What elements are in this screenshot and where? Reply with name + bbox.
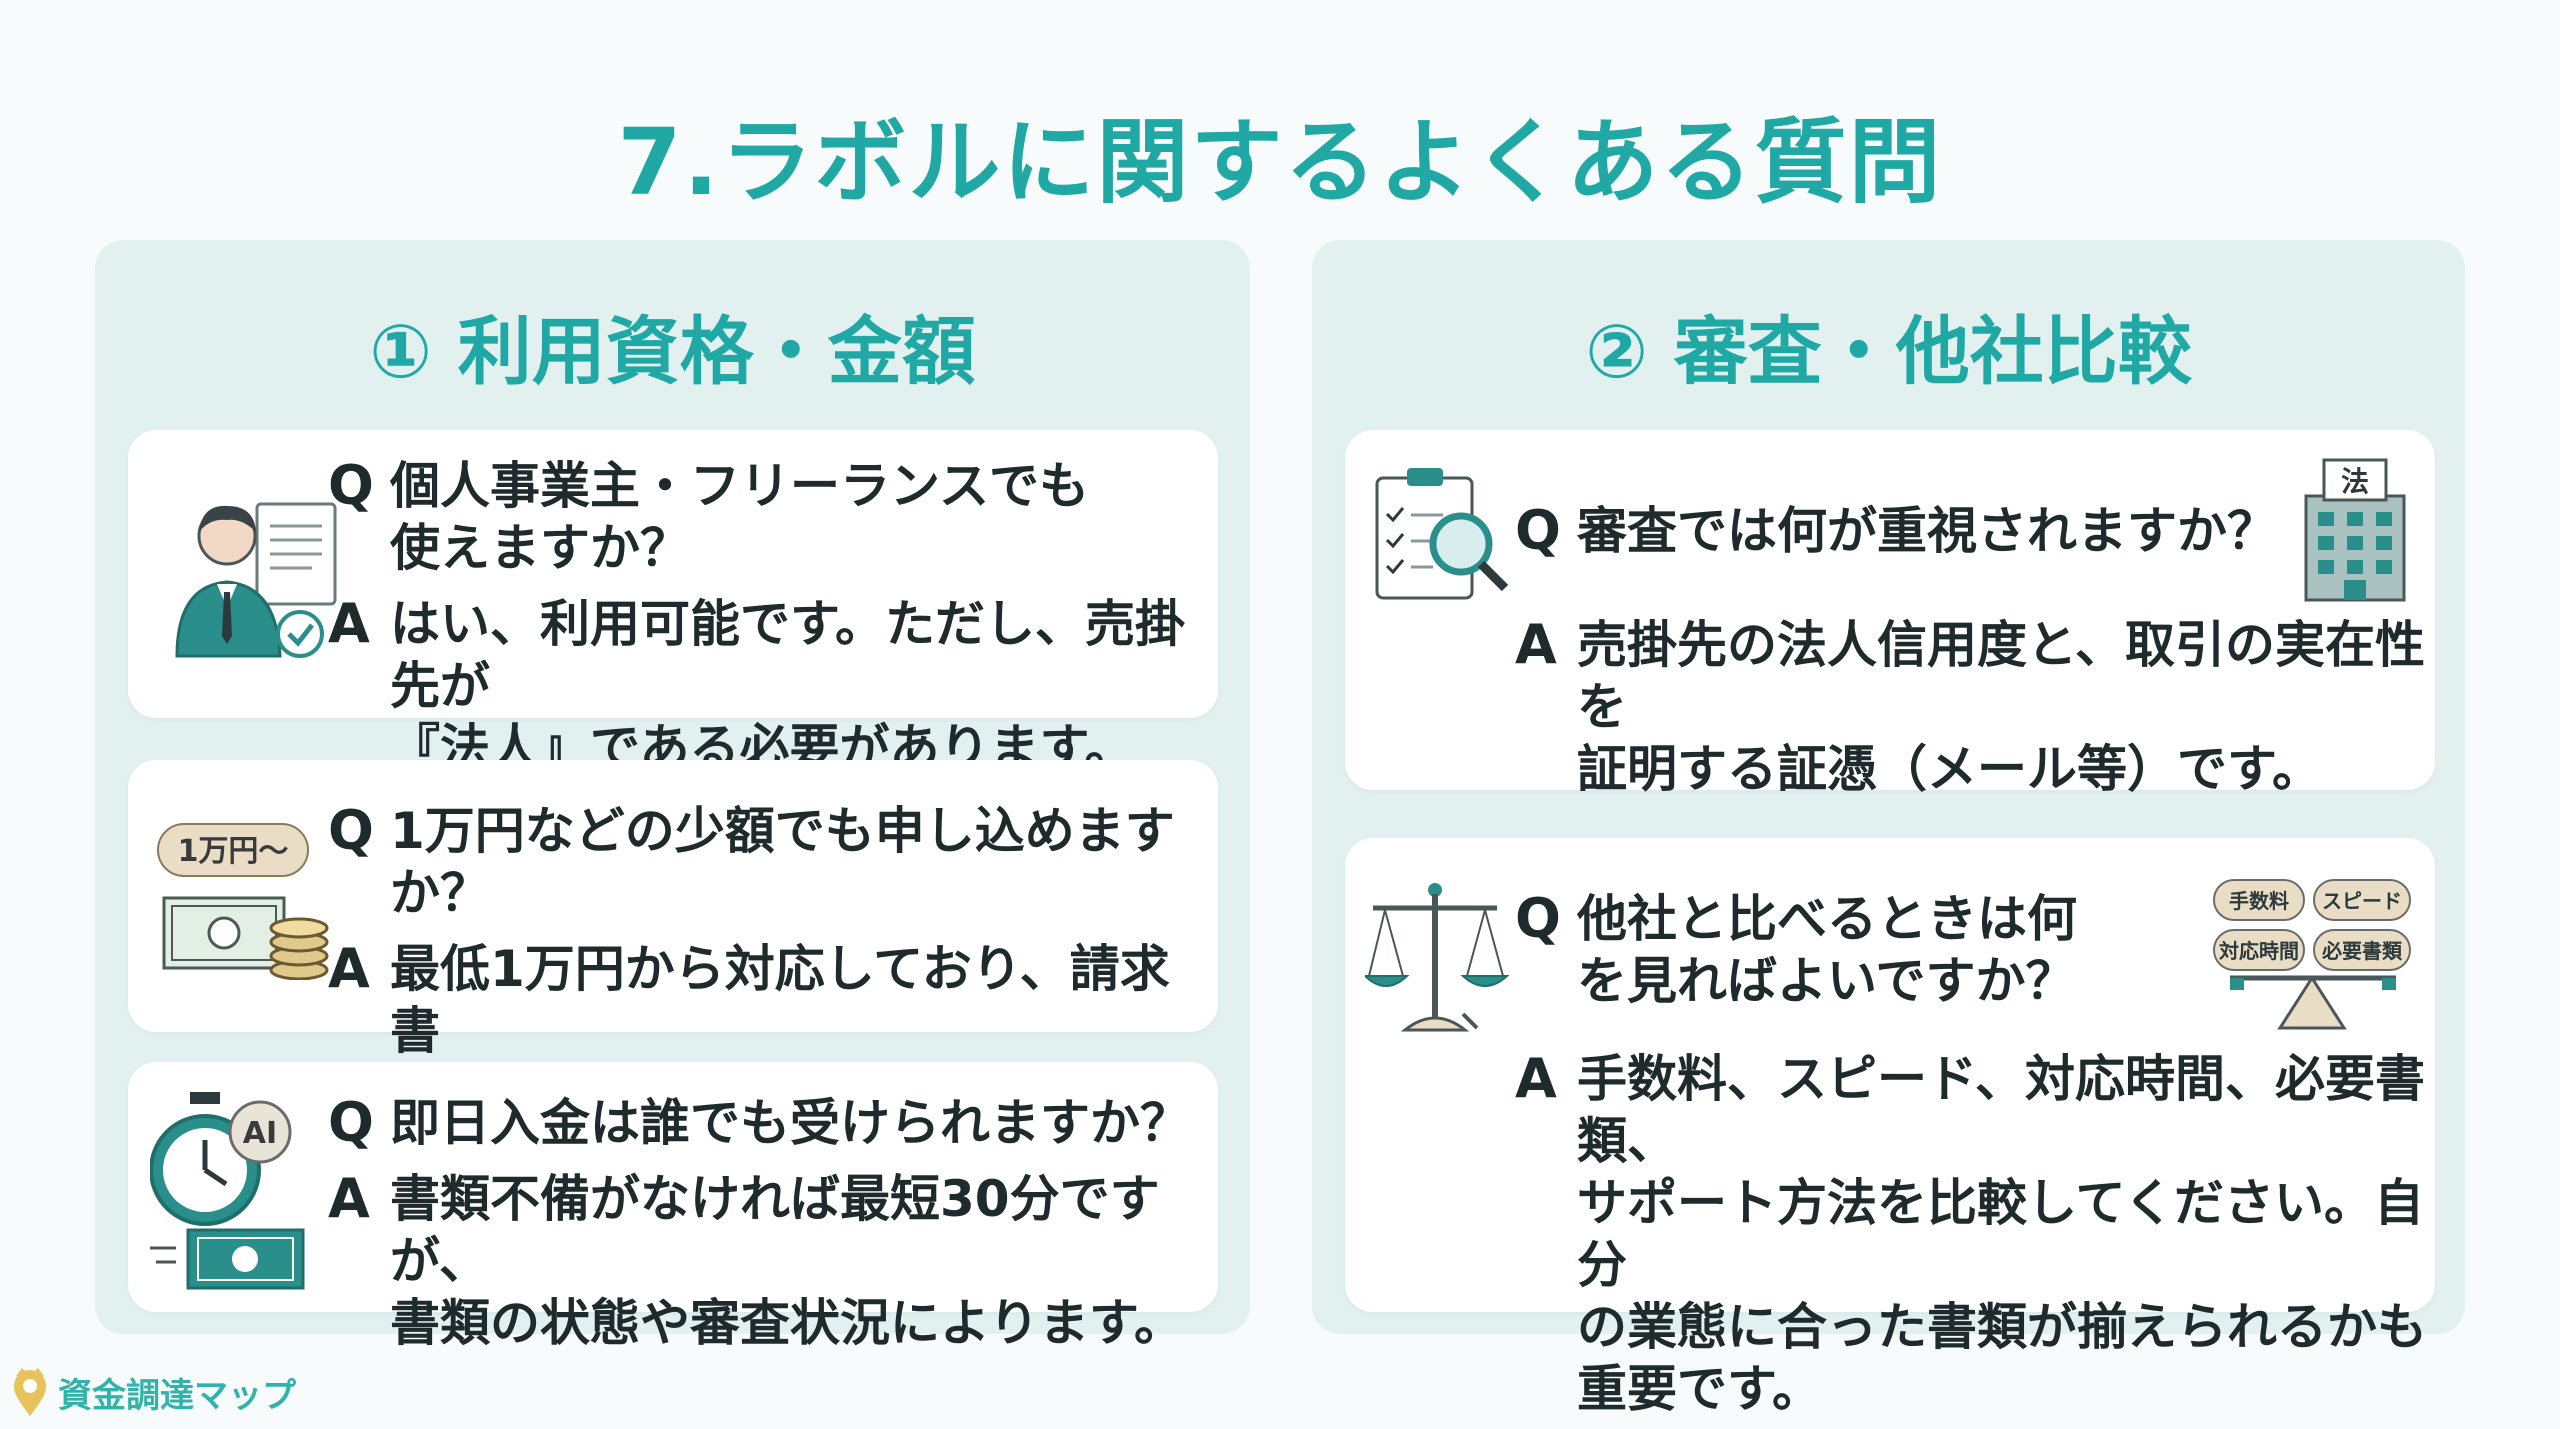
section-heading: ① 利用資格・金額 xyxy=(369,309,976,395)
logo-text: 資金調達マップ xyxy=(58,1375,296,1416)
a-mark: A xyxy=(328,1167,370,1230)
faq-card-small-amount: 1万円〜 Q 1万円などの少額でも申し込めますか？ A 最低1万円から対応してお… xyxy=(128,760,1218,1122)
person-document-icon xyxy=(172,496,347,670)
faq-card-same-day: AI Q 即日入金は誰でも受けられますか？ A 書類不備がなければ最短30分です… xyxy=(128,1062,1218,1352)
amount-tag-label: 1万円〜 xyxy=(178,834,289,869)
faq-card-review-criteria: 法 Q 審査では何が重視されますか？ A 売掛先の法人信用度と、取 xyxy=(1345,430,2435,798)
answer-text: はい、利用可能です。ただし、売掛先が 『法人』である必要があります。 xyxy=(390,595,1185,777)
building-label: 法 xyxy=(2341,465,2369,498)
a-mark: A xyxy=(1515,613,1557,676)
section-eligibility-amount: ① 利用資格・金額 Q 個人事業主・フリーランスでも 使えますか？ xyxy=(95,240,1250,1352)
question-text: 個人事業主・フリーランスでも 使えますか？ xyxy=(390,457,1089,577)
tag-fee: 手数料 xyxy=(2229,889,2289,913)
q-mark: Q xyxy=(1515,887,1561,950)
tag-speed: スピード xyxy=(2322,889,2402,913)
answer-text: 売掛先の法人信用度と、取引の実在性を 証明する証憑（メール等）です。 xyxy=(1577,616,2425,798)
faq-qa: Q 他社と比べるときは何 を見ればよいですか？ A 手数料、スピード、対応時間、… xyxy=(1515,888,2435,1420)
faq-card-comparison: 手数料 スピード 対応時間 必要書類 Q 他社と比べるときは何 を見ればよいです… xyxy=(1345,838,2435,1418)
answer-text: 手数料、スピード、対応時間、必要書類、 サポート方法を比較してください。自分 の… xyxy=(1577,1050,2427,1418)
q-mark: Q xyxy=(328,1091,374,1154)
tag-hours: 対応時間 xyxy=(2218,939,2299,963)
question-text: 審査では何が重視されますか？ xyxy=(1577,502,2277,560)
checklist-magnifier-icon xyxy=(1373,460,1513,614)
logo-pin-icon xyxy=(14,1368,46,1416)
faq-card-freelance: Q 個人事業主・フリーランスでも 使えますか？ A はい、利用可能です。ただし、… xyxy=(128,430,1218,777)
a-mark: A xyxy=(1515,1047,1557,1110)
faq-qa: Q 即日入金は誰でも受けられますか？ A 書類不備がなければ最短30分ですが、 … xyxy=(328,1092,1218,1354)
faq-qa: Q 審査では何が重視されますか？ A 売掛先の法人信用度と、取引の実在性を 証明… xyxy=(1515,500,2435,800)
question-text: 1万円などの少額でも申し込めますか？ xyxy=(390,802,1175,922)
corporate-building-icon: 法 xyxy=(2300,456,2410,610)
section-review-comparison: ② 審査・他社比較 法 xyxy=(1312,240,2465,1418)
answer-text: 書類不備がなければ最短30分ですが、 書類の状態や審査状況によります。 xyxy=(390,1170,1184,1352)
question-text: 他社と比べるときは何 を見ればよいですか？ xyxy=(1577,890,2077,1010)
balance-scale-icon xyxy=(1362,878,1515,1042)
a-mark: A xyxy=(328,592,370,655)
faq-qa: Q 個人事業主・フリーランスでも 使えますか？ A はい、利用可能です。ただし、… xyxy=(328,455,1218,779)
ai-badge-label: AI xyxy=(243,1116,277,1151)
tag-documents: 必要書類 xyxy=(2321,939,2403,963)
question-text: 即日入金は誰でも受けられますか？ xyxy=(390,1094,1190,1152)
a-mark: A xyxy=(328,937,370,1000)
q-mark: Q xyxy=(328,799,374,862)
page-title: 7.ラボルに関するよくある質問 xyxy=(617,109,1943,216)
q-mark: Q xyxy=(1515,499,1561,562)
q-mark: Q xyxy=(328,454,374,517)
comparison-tags-icon: 手数料 スピード 対応時間 必要書類 xyxy=(2210,878,2415,1042)
money-coins-icon: 1万円〜 xyxy=(154,820,334,984)
stopwatch-ai-icon: AI xyxy=(149,1090,340,1299)
site-logo[interactable]: 資金調達マップ xyxy=(10,1366,296,1418)
section-heading: ② 審査・他社比較 xyxy=(1585,309,2192,395)
